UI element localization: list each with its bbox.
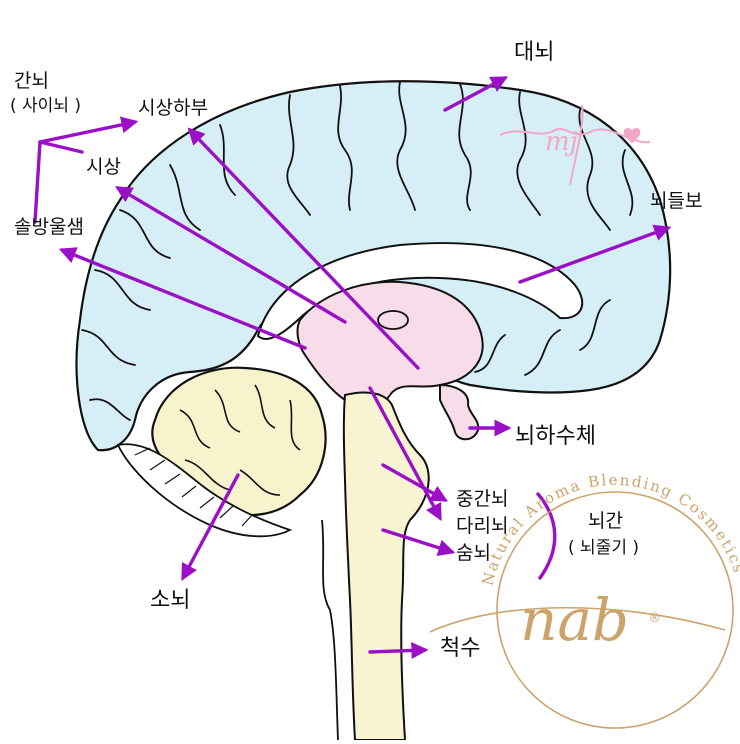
label-corpus-callosum: 뇌들보 [650, 190, 703, 212]
arrow-pineal [58, 247, 307, 350]
arrow-midbrain [368, 386, 442, 521]
label-brainstem-alt: ( 뇌줄기 ) [568, 538, 639, 558]
cerebellum-lower [116, 443, 293, 538]
arrow-cerebrum [443, 76, 508, 112]
label-thalamus: 시상 [86, 156, 121, 178]
spinal-sheath [321, 519, 339, 741]
label-cerebellum: 소뇌 [150, 588, 191, 613]
arrow-spinal-cord [368, 641, 429, 659]
signature-mark [499, 104, 651, 186]
label-diencephalon: 간뇌 [14, 70, 49, 92]
arrow-corpus-callosum [518, 224, 672, 284]
label-pituitary: 뇌하수체 [515, 424, 596, 449]
gyri [81, 81, 634, 421]
watermark-logo-text: nab [520, 586, 629, 654]
arrow-hypothalamus [187, 127, 420, 370]
cerebellum-folia [179, 384, 301, 496]
arrow-thalamus [115, 186, 347, 324]
thalamus-mass [377, 310, 409, 330]
arrow-diencephalon-link [38, 140, 84, 154]
label-brainstem: 뇌간 [588, 510, 623, 532]
label-spinal-cord: 척수 [440, 636, 481, 661]
brainstem-region [342, 391, 430, 741]
signature-text: mj [545, 127, 578, 157]
label-arrows [33, 76, 672, 659]
arrow-medulla [381, 528, 456, 556]
label-hypothalamus: 시상하부 [138, 97, 208, 119]
label-diencephalon-alt: ( 사이뇌 ) [10, 96, 81, 116]
watermark-registered: ® [648, 611, 661, 626]
pituitary-gland [439, 383, 480, 441]
brainstem-bracket [536, 492, 557, 580]
arrow-cerebellum [181, 473, 240, 581]
label-midbrain: 중간뇌 [456, 488, 509, 510]
label-pons: 다리뇌 [456, 515, 509, 537]
arrow-pons [381, 463, 448, 502]
label-pineal: 솔방울샘 [14, 216, 84, 238]
label-medulla: 숨뇌 [456, 542, 491, 564]
label-cerebrum: 대뇌 [514, 40, 555, 65]
cerebellum-stripes [134, 447, 254, 527]
